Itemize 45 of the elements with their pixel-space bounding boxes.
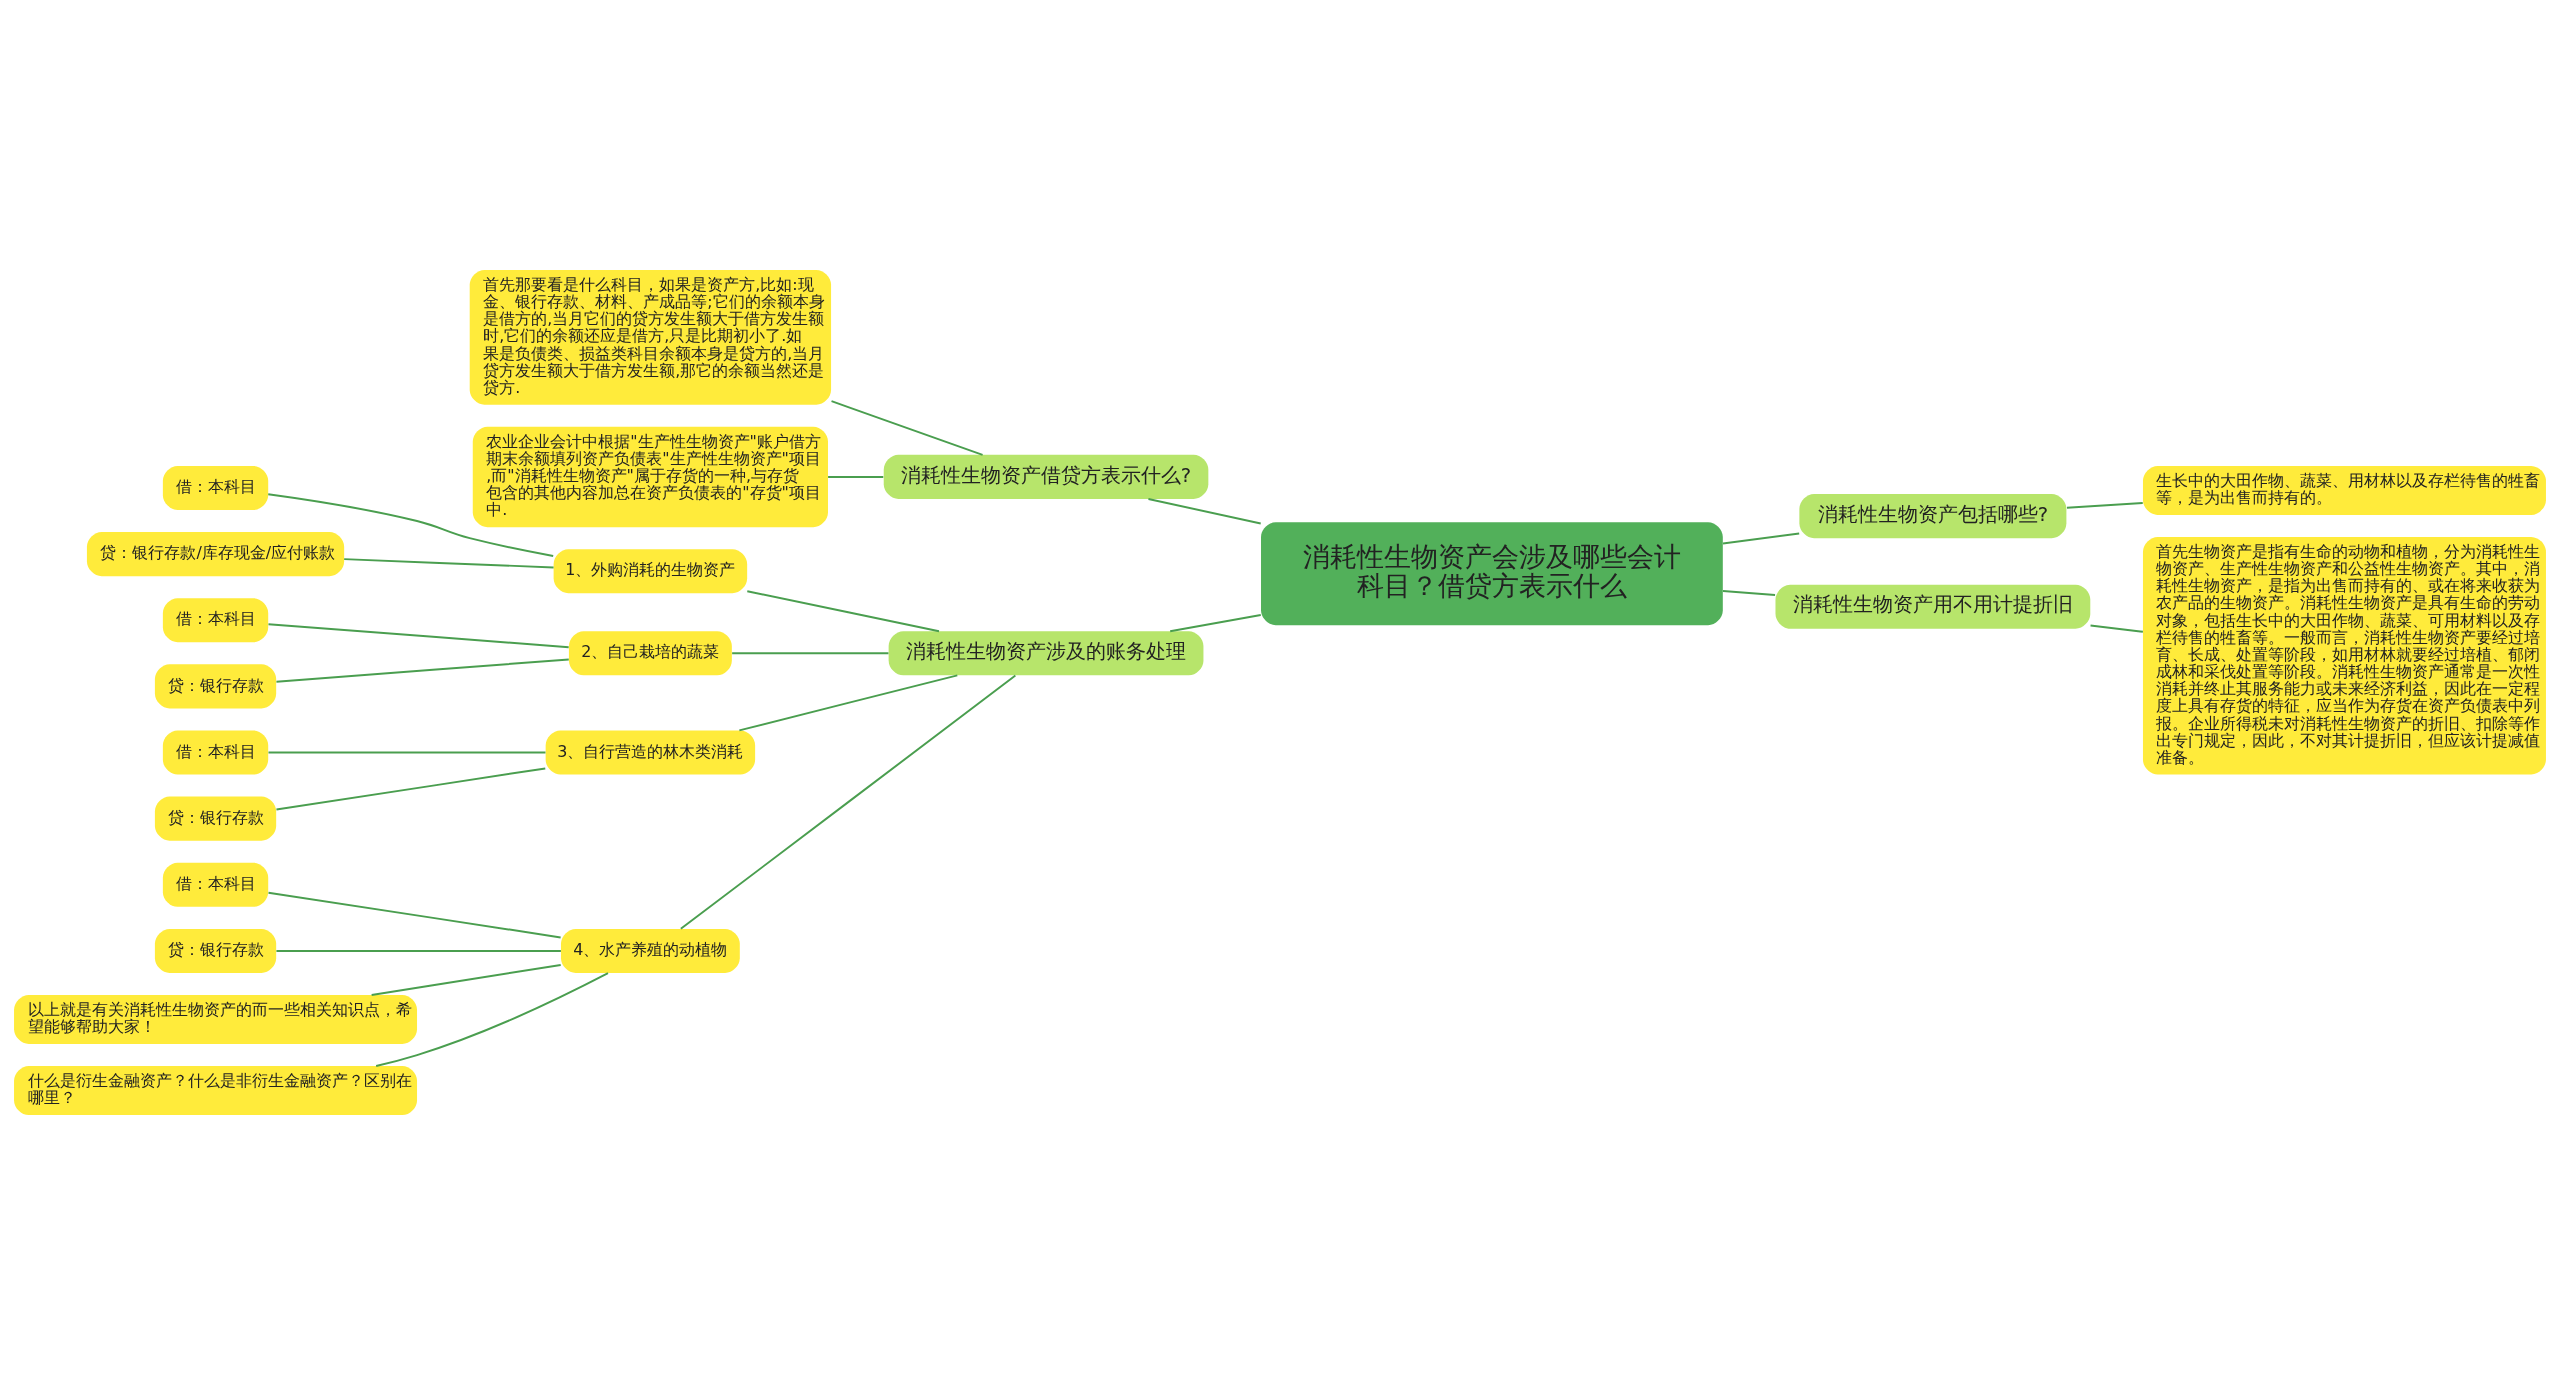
node-box: 贷：银行存款	[154, 664, 277, 709]
node-box: 贷：银行存款/库存现金/应付账款	[86, 532, 345, 577]
connector	[746, 590, 940, 633]
node-box: 以上就是有关消耗性生物资产的而一些相关知识点，希望能够帮助大家！	[14, 995, 418, 1045]
node-box: 贷：银行存款	[154, 796, 277, 841]
node-box: 生长中的大田作物、蔬菜、用材林以及存栏待售的牲畜等，是为出售而持有的。	[2142, 465, 2546, 515]
node-box: 借：本科目	[162, 465, 269, 510]
node-box: 2、自己栽培的蔬菜	[568, 631, 732, 676]
node-box: 什么是衍生金融资产？什么是非衍生金融资产？区别在哪里？	[14, 1066, 418, 1116]
node-box: 农业企业会计中根据"生产性生物资产"账户借方期末余额填列资产负债表"生产性生物资产"项目,而"消耗性生物资产"属于存货的一种,与存货包含的其他内容加总在资产负债表的"存货"项目中.	[472, 426, 828, 528]
connector	[267, 751, 547, 754]
connector	[275, 658, 570, 683]
connector	[1147, 498, 1262, 525]
node-box: 贷：银行存款	[154, 928, 277, 973]
connector	[343, 558, 555, 569]
connector	[679, 674, 1017, 930]
connector	[2089, 624, 2144, 633]
node-box: 4、水产养殖的动植物	[560, 928, 740, 973]
connector	[1169, 614, 1262, 633]
connector	[267, 493, 555, 557]
node-box: 借：本科目	[162, 862, 269, 907]
node-box: 借：本科目	[162, 730, 269, 775]
node-box: 消耗性生物资产包括哪些?	[1799, 494, 2067, 539]
connector	[830, 400, 984, 456]
connector	[267, 623, 570, 649]
connector	[375, 972, 609, 1067]
node-box: 消耗性生物资产借贷方表示什么?	[883, 454, 1209, 499]
node-box: 3、自行营造的林木类消耗	[545, 730, 756, 775]
connector	[275, 950, 562, 952]
node-box: 1、外购消耗的生物资产	[553, 549, 748, 594]
connector	[738, 674, 959, 732]
node-box: 首先那要看是什么科目，如果是资产方,比如:现金、银行存款、材料、产成品等;它们的余额本身是借方的,当月它们的贷方发生额大于借方发生额时,它们的余额还应是借方,只是比期初小了.如果是负债类、损益类科目余额本身是贷方的,当月贷方发生额大于借方发生额,那它的余额当然还是贷方.	[469, 269, 832, 405]
node-box: 消耗性生物资产涉及的账务处理	[888, 631, 1204, 676]
connector	[1722, 532, 1801, 545]
connector	[1722, 590, 1777, 596]
node-box: 借：本科目	[162, 598, 269, 643]
node-box: 消耗性生物资产用不用计提折旧	[1775, 584, 2091, 629]
connector	[731, 652, 890, 655]
connector	[267, 891, 562, 939]
node-box: 首先生物资产是指有生命的动物和植物，分为消耗性生物资产、生产性生物资产和公益性生物资产。其中，消耗性生物资产，是指为出售而持有的、或在将来收获为农产品的生物资产。消耗性生物资产是具有生命的劳动对象，包括生长中的大田作物、蔬菜、可用材料以及存栏待售的牲畜等。一般而言，消耗性生物资产要经过培育、长成、处置等阶段，如用材林就要经过培植、郁闭成林和采伐处置等阶段。消耗性生物资产通常是一次性消耗并终止其服务能力或未来经济利益，因此在一定程度上具有存货的特征，应当作为存货在资产负债表中列报。企业所得税未对消耗性生物资产的折旧、扣除等作出专门规定，因此，不对其计提折旧，但应该计提减值准备。	[2142, 536, 2546, 775]
connector	[827, 475, 885, 478]
connector	[275, 767, 547, 811]
node-box: 消耗性生物资产会涉及哪些会计科目？借贷方表示什么	[1261, 522, 1723, 626]
connector	[2065, 502, 2144, 509]
connector	[370, 964, 562, 996]
